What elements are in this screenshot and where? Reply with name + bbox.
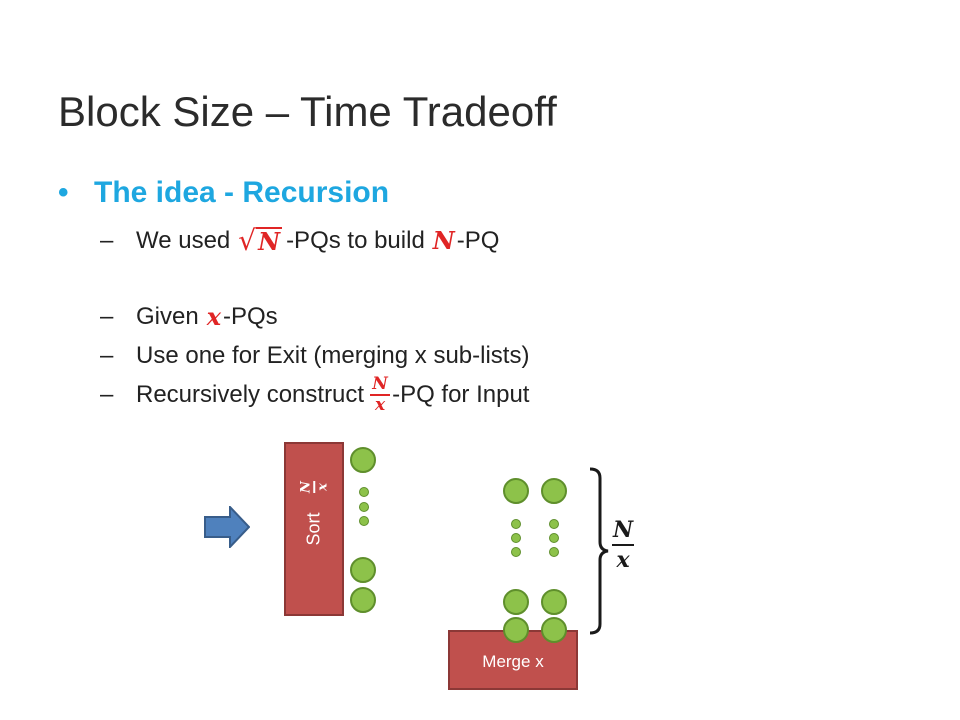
right-arrow-icon xyxy=(204,506,250,548)
sqrt-var: N xyxy=(256,227,283,257)
sub-bullet-4: – Recursively construct N x -PQ for Inpu… xyxy=(100,376,529,414)
sub-bullet-1: – We used √ N -PQs to build N -PQ xyxy=(100,226,499,255)
queue-circle xyxy=(541,589,567,615)
line-4-pre: Recursively construct xyxy=(136,381,365,408)
ellipsis-dot xyxy=(359,502,369,512)
sqrt-n-math: √ N xyxy=(238,223,283,257)
line-2-pre: Given xyxy=(136,302,199,330)
sub-bullet-3: – Use one for Exit (merging x sub-lists) xyxy=(100,342,529,370)
bullet-heading: • The idea - Recursion xyxy=(58,176,389,210)
line-4-post: -PQ for Input xyxy=(392,381,530,408)
sort-frac-numerator: N xyxy=(298,481,314,493)
sort-box xyxy=(284,442,344,616)
frac-bar xyxy=(370,394,391,396)
merge-label: Merge x xyxy=(482,652,544,671)
dash-marker: – xyxy=(100,342,114,369)
sort-n-over-x: N x xyxy=(298,481,330,493)
right-brace-icon xyxy=(589,467,609,635)
queue-circle xyxy=(541,478,567,504)
queue-circle xyxy=(541,617,567,643)
queue-circle xyxy=(503,589,529,615)
frac-numerator: N xyxy=(372,374,388,394)
line-1-mid: -PQs to build xyxy=(286,226,425,254)
dash-marker: – xyxy=(100,226,114,254)
brace-frac-bar xyxy=(612,544,634,546)
queue-circle xyxy=(503,617,529,643)
ellipsis-dot xyxy=(511,547,521,557)
queue-circle xyxy=(350,587,376,613)
frac-denominator: x xyxy=(375,395,386,415)
x-math: x xyxy=(206,302,222,331)
brace-frac-denominator: x xyxy=(616,547,630,573)
heading-text: The idea - Recursion xyxy=(94,176,390,209)
queue-circle xyxy=(503,478,529,504)
sqrt-radical: √ xyxy=(238,223,257,257)
n-math: N xyxy=(432,226,455,255)
ellipsis-dot xyxy=(359,516,369,526)
ellipsis-dot xyxy=(359,487,369,497)
brace-n-over-x: N x xyxy=(612,519,634,571)
ellipsis-dot xyxy=(549,519,559,529)
sort-label: Sort xyxy=(303,512,324,546)
line-3-text: Use one for Exit (merging x sub-lists) xyxy=(136,342,530,369)
slide-title: Block Size – Time Tradeoff xyxy=(58,88,557,135)
bullet-marker: • xyxy=(58,176,69,209)
ellipsis-dot xyxy=(549,547,559,557)
sub-bullet-2: – Given x -PQs xyxy=(100,302,278,331)
dash-marker: – xyxy=(100,302,114,330)
line-1-post: -PQ xyxy=(456,226,500,254)
line-2-post: -PQs xyxy=(223,302,278,330)
sort-frac-denominator: x xyxy=(314,483,330,491)
ellipsis-dot xyxy=(511,533,521,543)
queue-circle xyxy=(350,447,376,473)
brace-frac-numerator: N xyxy=(612,517,634,543)
dash-marker: – xyxy=(100,381,114,408)
n-over-x-math: N x xyxy=(370,374,391,415)
line-1-pre: We used xyxy=(136,226,231,254)
ellipsis-dot xyxy=(549,533,559,543)
ellipsis-dot xyxy=(511,519,521,529)
queue-circle xyxy=(350,557,376,583)
